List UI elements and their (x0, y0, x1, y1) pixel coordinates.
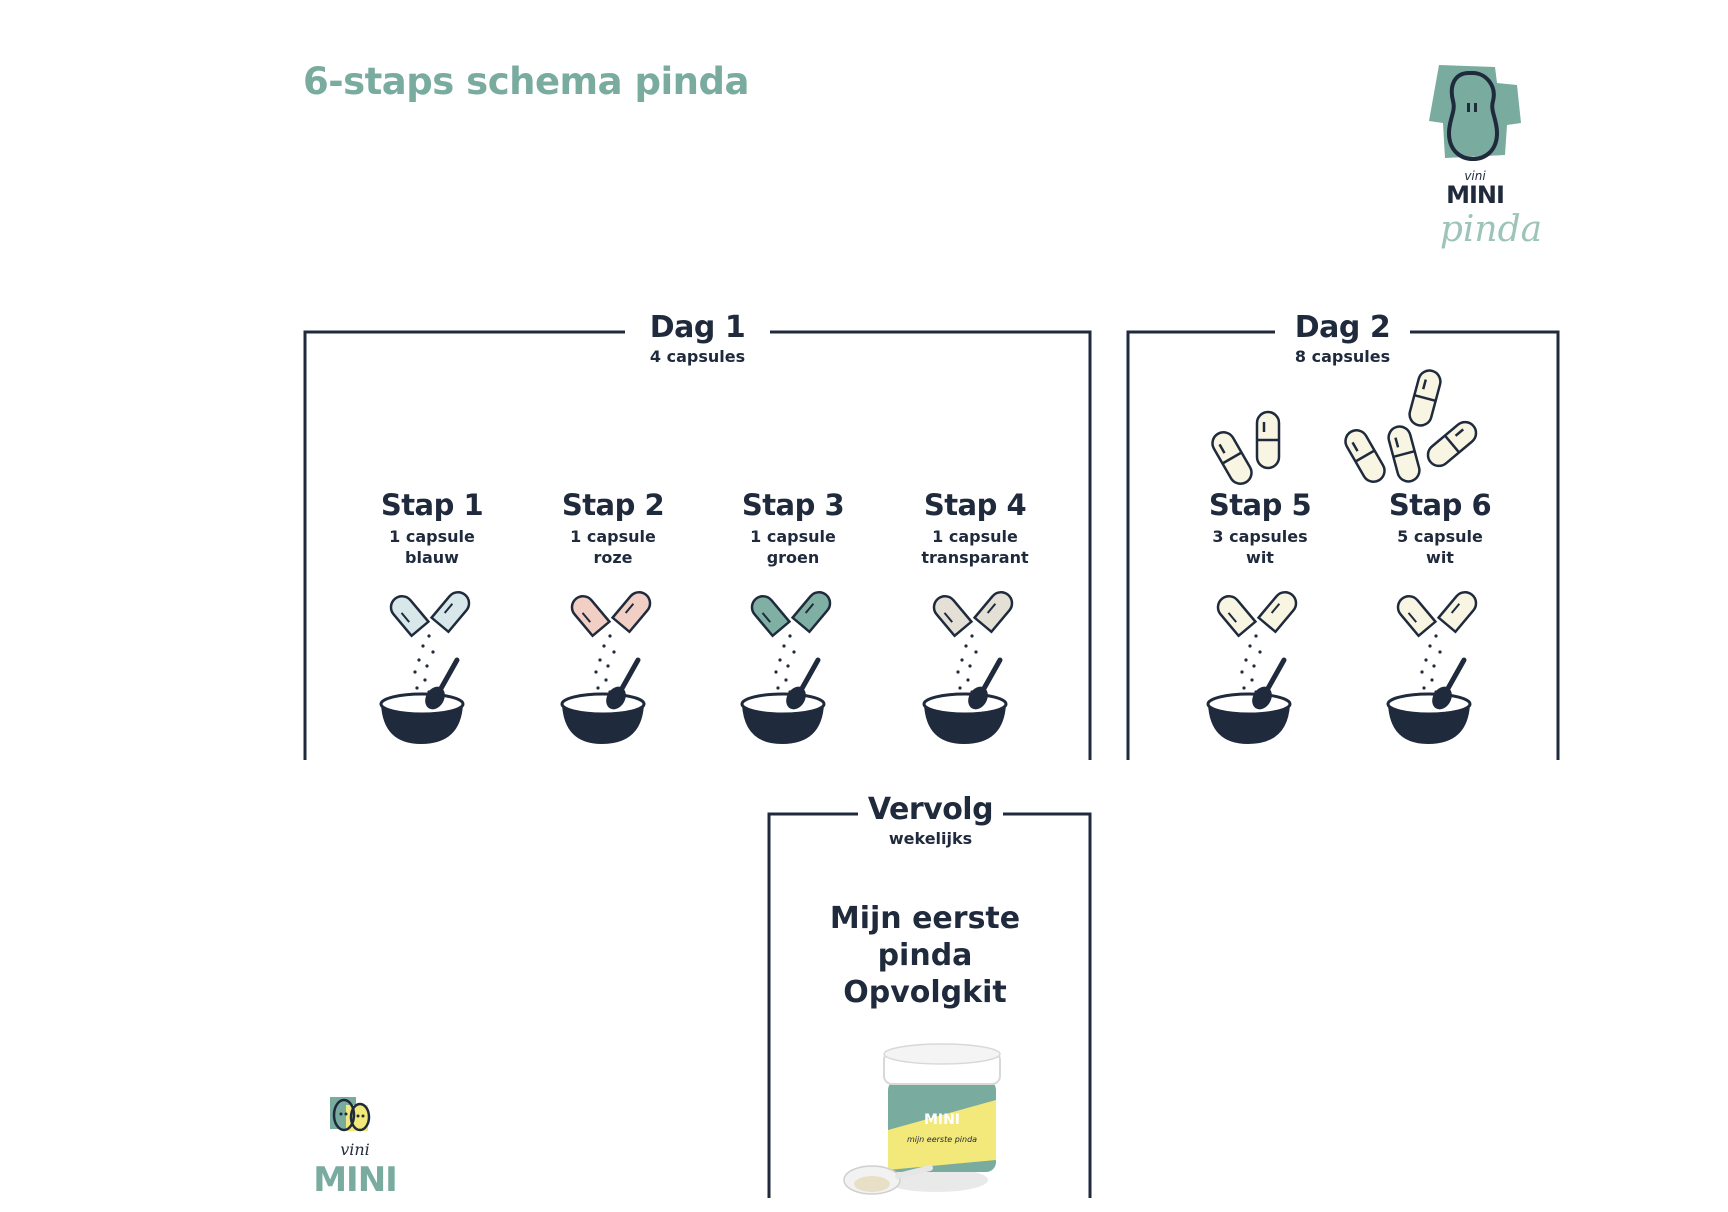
opvolgkit-title: Mijn eerste pinda Opvolgkit (790, 900, 1060, 1011)
group-dag1: Dag 1 4 capsules (600, 310, 795, 366)
bowl-capsule-icon-1 (379, 591, 471, 744)
step-2-title: Stap 2 (561, 488, 665, 522)
logo-top-brand: MINI (1446, 181, 1504, 209)
peanut-faces-icon (330, 1097, 371, 1132)
dag2-frame-right (1410, 330, 1560, 760)
bowl-capsule-icon-6 (1386, 591, 1478, 744)
bowl-capsule-icon-4 (922, 591, 1014, 744)
group-vervolg-subtitle: wekelijks (888, 829, 973, 848)
capsule-half-right (972, 591, 1014, 634)
dag2-frame (1126, 330, 1275, 760)
step-6-line1: 5 capsule (1397, 527, 1483, 546)
vini-mini-logo-bottom: vini MINI (313, 1097, 398, 1200)
capsule-half-left (750, 595, 792, 638)
step-2-line1: 1 capsule (570, 527, 656, 546)
step-4: Stap 4 1 capsule transparant (895, 488, 1055, 568)
loose-capsules-stap5 (1211, 410, 1281, 485)
capsule-half-right (429, 591, 471, 634)
group-dag2-subtitle: 8 capsules (1294, 347, 1391, 366)
step-5-line2: wit (1246, 548, 1274, 567)
vini-mini-pinda-logo: vini MINI pinda (1429, 65, 1542, 250)
capsule-half-left (932, 595, 974, 638)
capsule-half-left (389, 595, 431, 638)
capsule-half-right (1256, 591, 1298, 634)
step-6-title: Stap 6 (1388, 488, 1492, 522)
vervolg-frame-right (1003, 812, 1092, 1198)
group-vervolg-title: Vervolg (867, 792, 994, 827)
capsule-half-right (790, 591, 832, 634)
page-title: 6-staps schema pinda (303, 60, 749, 103)
bowl-capsule-icon-2 (560, 591, 652, 744)
opvolgkit-line3: Opvolgkit (843, 975, 1007, 1010)
step-3-line1: 1 capsule (750, 527, 836, 546)
dag1-frame-right (770, 330, 1092, 760)
vervolg-frame (767, 812, 858, 1198)
capsule-half-left (1216, 595, 1258, 638)
step-5-title: Stap 5 (1208, 488, 1312, 522)
group-dag2-title: Dag 2 (1294, 310, 1391, 345)
loose-capsules-stap6 (1344, 369, 1478, 483)
group-dag1-subtitle: 4 capsules (649, 347, 746, 366)
step-3-title: Stap 3 (741, 488, 845, 522)
bowl-capsule-icon-5 (1206, 591, 1298, 744)
opvolgkit-line2: pinda (877, 938, 973, 973)
group-dag2: Dag 2 8 capsules (1255, 310, 1430, 366)
peanut-icon (1429, 65, 1521, 162)
logo-top-script: pinda (1440, 209, 1542, 250)
logo-bottom-brand: MINI (313, 1160, 397, 1200)
capsule-half-right (1436, 591, 1478, 634)
bowl-capsule-icon-3 (740, 591, 832, 744)
step-2-line2: roze (593, 548, 633, 567)
logo-top-small: vini (1464, 169, 1486, 183)
step-6: Stap 6 5 capsule wit (1360, 488, 1520, 568)
capsule-half-left (1396, 595, 1438, 638)
step-6-line2: wit (1426, 548, 1454, 567)
group-vervolg: Vervolg wekelijks (848, 792, 1013, 848)
logo-bottom-small: vini (340, 1140, 370, 1159)
step-5-line1: 3 capsules (1212, 527, 1308, 546)
capsule-half-left (570, 595, 612, 638)
step-1-title: Stap 1 (380, 488, 484, 522)
group-dag1-title: Dag 1 (649, 310, 746, 345)
step-1: Stap 1 1 capsule blauw (352, 488, 512, 568)
opvolgkit-line1: Mijn eerste (829, 901, 1021, 936)
step-4-line1: 1 capsule (932, 527, 1018, 546)
step-3: Stap 3 1 capsule groen (713, 488, 873, 568)
step-3-line2: groen (766, 548, 820, 567)
step-1-line1: 1 capsule (389, 527, 475, 546)
step-1-line2: blauw (405, 548, 459, 567)
opvolgkit-jar-image: MINI mijn eerste pinda (843, 1043, 1001, 1195)
jar-label: mijn eerste pinda (907, 1135, 977, 1144)
capsule-half-right (610, 591, 652, 634)
jar-brand: MINI (924, 1112, 960, 1128)
step-5: Stap 5 3 capsules wit (1180, 488, 1340, 568)
step-4-line2: transparant (921, 548, 1029, 567)
step-4-title: Stap 4 (923, 488, 1027, 522)
dag1-frame (303, 330, 625, 760)
step-2: Stap 2 1 capsule roze (533, 488, 693, 568)
